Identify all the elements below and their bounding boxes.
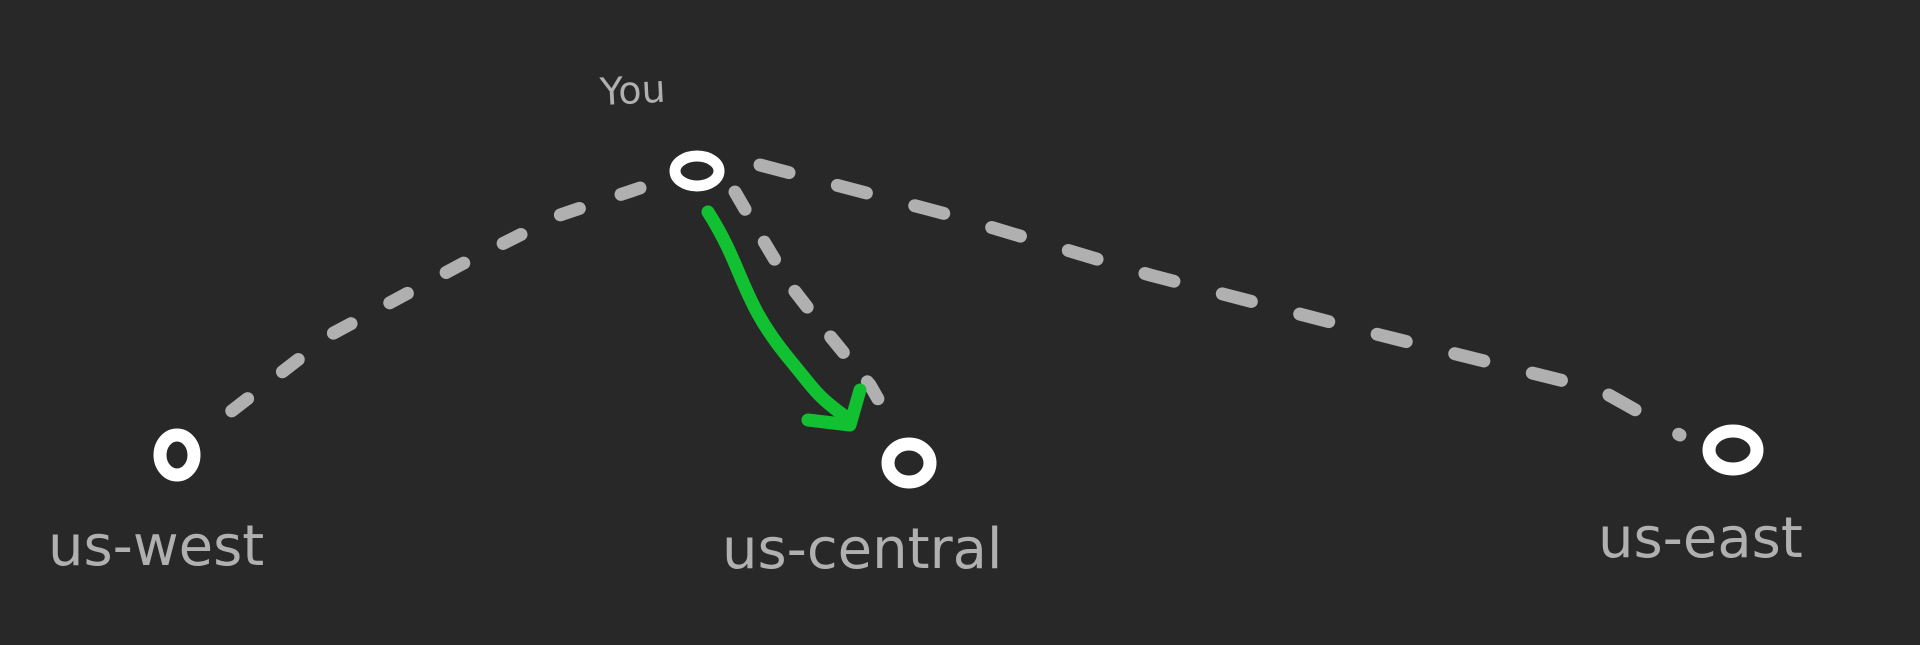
link-you-us-west [213,181,647,427]
user-label: You [598,67,667,114]
region-node-us-west [153,428,201,482]
user-node [669,150,725,192]
region-label-us-central: us-central [722,517,1002,582]
selected-route-arrowhead [801,383,867,432]
region-node-us-central [881,437,937,489]
link-you-us-east [753,158,1687,442]
region-node-us-east [1702,424,1764,476]
region-label-us-west: us-west [48,514,264,579]
region-label-us-east: us-east [1598,506,1803,571]
selected-route-line [701,205,857,427]
link-you-us-central [728,185,897,427]
selected-route-arrow [701,205,867,432]
